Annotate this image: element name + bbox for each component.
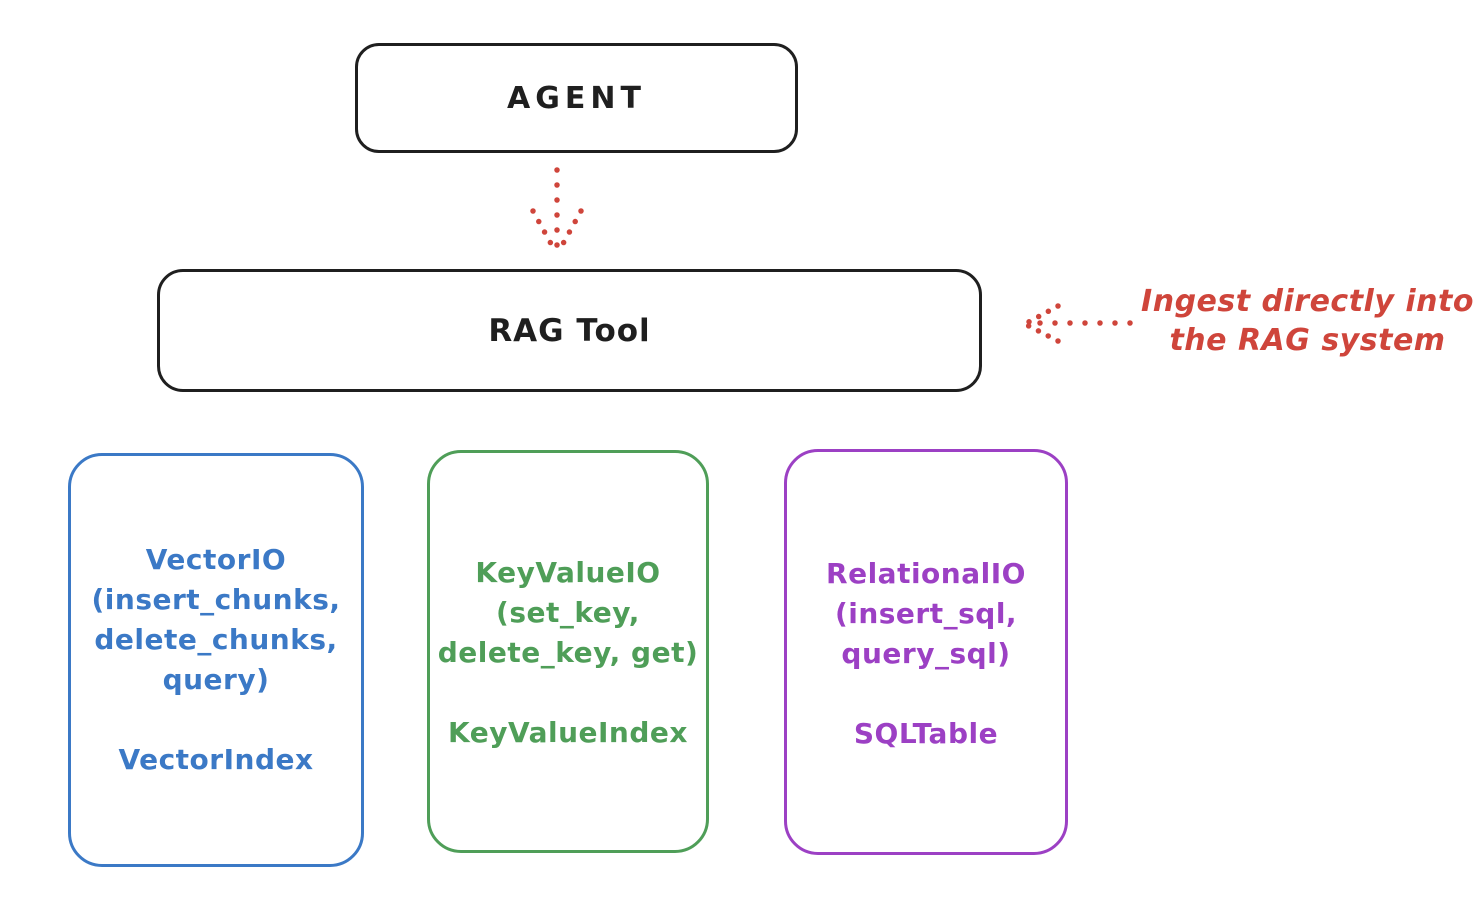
io-line: delete_chunks, — [94, 623, 338, 656]
vector-io-box: VectorIO (insert_chunks, delete_chunks, … — [68, 453, 364, 867]
relational-io-box: RelationalIO (insert_sql, query_sql) SQL… — [784, 449, 1068, 855]
rag-tool-box: RAG Tool — [157, 269, 982, 392]
agent-box: AGENT — [355, 43, 798, 153]
agent-to-rag-arrow-icon — [530, 167, 584, 254]
spacer — [787, 674, 1065, 714]
io-line: (insert_chunks, — [91, 583, 341, 616]
relational-io-text: RelationalIO (insert_sql, query_sql) SQL… — [787, 554, 1065, 754]
spacer — [71, 700, 361, 740]
io-line: (insert_sql, — [834, 597, 1018, 630]
annotation-line-1: Ingest directly into — [1141, 284, 1474, 319]
keyvalue-io-box: KeyValueIO (set_key, delete_key, get) Ke… — [427, 450, 709, 853]
spacer — [430, 673, 706, 713]
io-line: (set_key, — [496, 596, 640, 629]
io-line: query) — [162, 663, 270, 696]
keyvalue-index-label: KeyValueIndex — [448, 716, 688, 749]
io-line: delete_key, get) — [437, 636, 699, 669]
io-line: query_sql) — [841, 637, 1011, 670]
sql-table-label: SQLTable — [853, 717, 999, 750]
io-line: RelationalIO — [826, 557, 1026, 590]
rag-tool-label: RAG Tool — [488, 312, 651, 349]
annotation-text: Ingest directly into the RAG system — [1135, 282, 1480, 360]
annotation-line-2: the RAG system — [1169, 323, 1446, 358]
vector-io-text: VectorIO (insert_chunks, delete_chunks, … — [71, 540, 361, 780]
io-line: VectorIO — [145, 543, 287, 576]
keyvalue-io-text: KeyValueIO (set_key, delete_key, get) Ke… — [430, 553, 706, 753]
agent-label: AGENT — [507, 80, 646, 116]
io-line: KeyValueIO — [475, 556, 661, 589]
vector-index-label: VectorIndex — [118, 743, 314, 776]
annotation-arrow-icon — [1022, 303, 1133, 344]
